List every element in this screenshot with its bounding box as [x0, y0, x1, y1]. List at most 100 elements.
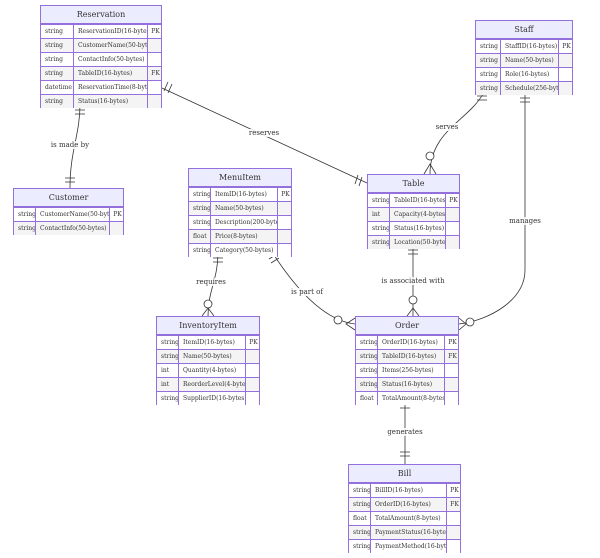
attribute-name: Name(50-bytes) [505, 57, 554, 64]
attribute-name: PaymentMethod(16-bytes) [375, 543, 446, 550]
attribute-key [444, 364, 460, 377]
cardinality-one-marker [477, 95, 487, 101]
attribute-type: int [368, 208, 390, 221]
relationship-label-generates: generates [385, 428, 425, 436]
attribute-name: TableID(16-bytes) [394, 197, 445, 204]
attribute-name: ContactInfo(50-bytes) [78, 56, 145, 63]
attribute-key [558, 54, 574, 67]
relationship-label-is-made-by: is made by [48, 141, 92, 149]
cardinality-zero-marker [203, 299, 213, 309]
entity-title: Bill [349, 465, 460, 483]
relationship-label-requires: requires [194, 278, 228, 286]
cardinality-one-marker [65, 177, 75, 183]
cardinality-one-marker [400, 451, 410, 457]
attribute-name: OrderID(16-bytes) [382, 339, 438, 346]
entity-title: Staff [476, 21, 572, 39]
attribute-type: string [368, 222, 390, 235]
attribute-row: int Capacity(4-bytes) [368, 207, 459, 221]
attribute-row: int Quantity(4-bytes) [157, 363, 259, 377]
relationship-label-is-associated-with: is associated with [379, 277, 447, 285]
cardinality-many-marker [345, 317, 356, 331]
attribute-type: string [349, 540, 371, 553]
attribute-key [558, 68, 574, 81]
attribute-name: Price(8-bytes) [215, 233, 258, 240]
attribute-name: BillID(16-bytes) [375, 487, 423, 494]
attribute-name: Category(50-bytes) [215, 247, 274, 254]
attribute-key [277, 230, 293, 243]
attribute-key [147, 81, 163, 94]
attribute-key [277, 202, 293, 215]
entity-title: Order [356, 317, 458, 335]
attribute-type: string [41, 25, 74, 38]
cardinality-zero-marker [465, 317, 475, 327]
attribute-name: TableID(16-bytes) [78, 70, 133, 77]
attribute-type: string [14, 222, 36, 235]
attribute-type: string [368, 194, 390, 207]
attribute-key [147, 39, 163, 52]
attribute-type: string [476, 68, 501, 81]
attribute-type: string [157, 350, 179, 363]
attribute-type: string [41, 53, 74, 66]
attribute-type: string [476, 40, 501, 53]
attribute-key: PK [446, 484, 462, 497]
attribute-key [446, 526, 462, 539]
attribute-type: float [189, 230, 211, 243]
entity-customer: CustomerstringCustomerName(50-bytes)PKst… [13, 188, 124, 235]
attribute-name: Name(50-bytes) [183, 353, 232, 360]
relationship-label-reserves: reserves [246, 129, 282, 137]
attribute-type: string [157, 336, 179, 349]
attribute-key [147, 95, 163, 108]
attribute-name: Quantity(4-bytes) [183, 367, 237, 374]
cardinality-many-marker [458, 317, 467, 331]
entity-title: Customer [14, 189, 123, 207]
attribute-type: string [368, 236, 390, 249]
attribute-name: Capacity(4-bytes) [394, 211, 445, 218]
attribute-key [245, 378, 261, 391]
attribute-type: string [189, 188, 211, 201]
attribute-key [445, 208, 461, 221]
cardinality-one-marker [213, 257, 223, 263]
relationship-line-manages [458, 92, 526, 325]
attribute-name: SupplierID(16-bytes) [183, 395, 245, 402]
attribute-type: string [356, 350, 378, 363]
attribute-name: CustomerName(50-bytes) [40, 211, 109, 218]
attribute-key [445, 236, 461, 249]
attribute-name: Status(16-bytes) [382, 381, 433, 388]
attribute-name: Location(50-bytes) [394, 239, 445, 246]
attribute-key [277, 216, 293, 229]
attribute-name: Status(16-bytes) [394, 225, 445, 232]
attribute-row: string Name(50-bytes) [157, 349, 259, 363]
attribute-key [147, 53, 163, 66]
attribute-type: int [157, 364, 179, 377]
attribute-name: Description(200-bytes) [215, 219, 277, 226]
attribute-name: StaffID(16-bytes) [505, 43, 558, 50]
attribute-name: Schedule(256-bytes) [505, 85, 558, 92]
attribute-key: PK [444, 336, 460, 349]
attribute-row: string Status(16-bytes) [368, 221, 459, 235]
attribute-type: float [349, 512, 371, 525]
attribute-key [245, 392, 261, 405]
attribute-name: Name(50-bytes) [215, 205, 264, 212]
attribute-name: TableID(16-bytes) [382, 353, 437, 360]
cardinality-zero-marker [408, 295, 418, 305]
attribute-name: ReservationTime(8-bytes) [78, 84, 147, 91]
relationship-line-is-part-of [271, 251, 356, 325]
attribute-type: string [14, 208, 36, 221]
attribute-name: ItemID(16-bytes) [215, 191, 267, 198]
